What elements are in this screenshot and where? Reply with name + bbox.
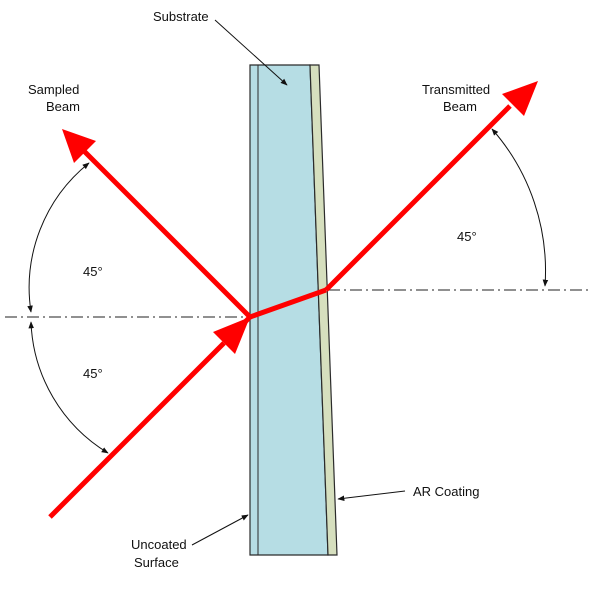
sampled-beam-arrowhead (62, 129, 96, 163)
angle-label-right: 45° (457, 229, 477, 244)
angle-arc-lower-left (28, 321, 109, 454)
sampled-beam-label-line2: Beam (46, 99, 80, 114)
uncoated-surface-leader (191, 514, 249, 546)
beam-path (48, 81, 538, 519)
ar-coating-leader (337, 490, 406, 502)
transmitted-beam-arrowhead (502, 81, 538, 116)
uncoated-surface-label-line1: Uncoated (131, 537, 187, 552)
sampled-beam (81, 148, 252, 319)
angle-arc-right (491, 128, 549, 287)
angle-arc-upper-left (27, 162, 90, 313)
uncoated-surface-label-line2: Surface (134, 555, 179, 570)
ar-coating-layer (309, 64, 338, 556)
ar-coating-label: AR Coating (413, 484, 479, 499)
substrate-label: Substrate (153, 9, 209, 24)
substrate-leader (214, 19, 288, 86)
angle-label-upper-left: 45° (83, 264, 103, 279)
refracted-beam (249, 287, 327, 320)
sampled-beam-label-line1: Sampled (28, 82, 79, 97)
incident-beam (48, 341, 226, 519)
transmitted-beam-label-line1: Transmitted (422, 82, 490, 97)
transmitted-beam (324, 104, 512, 292)
angle-label-lower-left: 45° (83, 366, 103, 381)
transmitted-beam-label-line2: Beam (443, 99, 477, 114)
